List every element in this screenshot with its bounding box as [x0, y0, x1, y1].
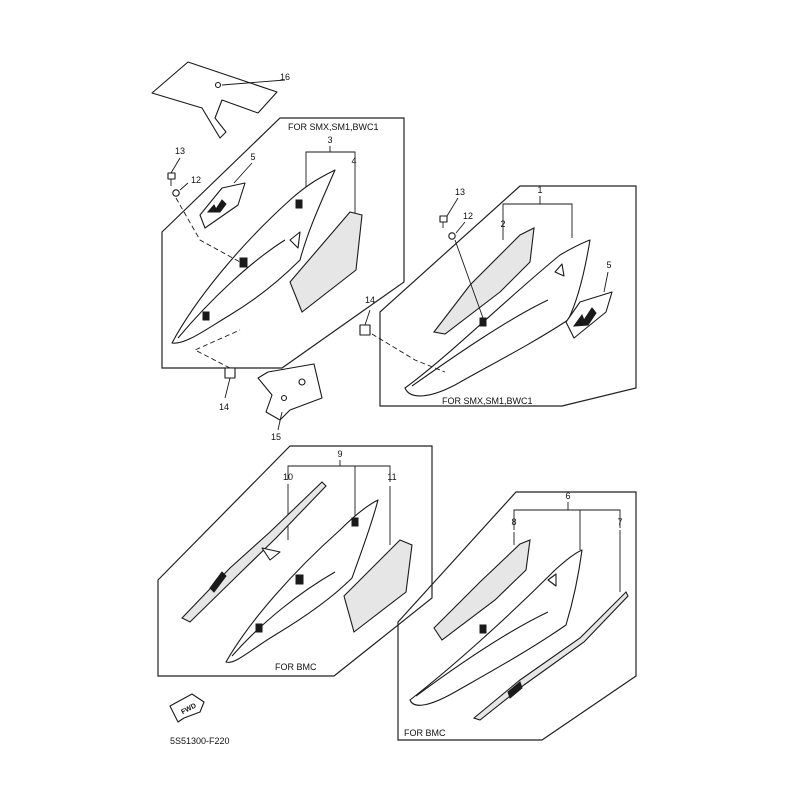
grommet-14-left — [193, 329, 241, 399]
side-cover-bmc-left — [225, 499, 379, 663]
label-16: 16 — [280, 72, 290, 82]
note-bottom-right: FOR BMC — [404, 728, 446, 738]
label-4: 4 — [351, 156, 356, 166]
label-5-right: 5 — [606, 260, 611, 270]
label-9: 9 — [337, 449, 342, 459]
label-13-right: 13 — [455, 187, 465, 197]
note-top-left: FOR SMX,SM1,BWC1 — [288, 122, 379, 132]
label-1: 1 — [537, 185, 542, 195]
label-15: 15 — [271, 432, 281, 442]
decal-4 — [289, 211, 363, 313]
label-3: 3 — [327, 135, 332, 145]
label-8: 8 — [511, 517, 516, 527]
bracket-15 — [257, 363, 323, 431]
side-cover-left — [171, 169, 336, 344]
label-14-right: 14 — [365, 295, 375, 305]
label-10: 10 — [283, 472, 293, 482]
label-12-right: 12 — [463, 211, 473, 221]
label-14-left: 14 — [219, 402, 229, 412]
grommet-14-right — [359, 309, 446, 373]
label-12-left: 12 — [191, 175, 201, 185]
panel-bottom-right — [397, 491, 637, 741]
part-16-sheet — [151, 61, 286, 139]
panel-top-left — [161, 117, 405, 369]
decal-8 — [433, 539, 531, 641]
label-5-left: 5 — [250, 152, 255, 162]
washer-12-right — [448, 221, 484, 319]
bolt-13-right — [439, 197, 459, 228]
label-2: 2 — [500, 219, 505, 229]
label-11: 11 — [387, 472, 396, 482]
panel-bottom-left — [157, 445, 433, 677]
label-7: 7 — [617, 517, 622, 527]
emblem-5-right — [565, 271, 613, 339]
figure-code: 5S51300-F220 — [170, 736, 230, 746]
panel-top-right — [379, 185, 637, 407]
side-cover-bmc-right — [409, 549, 583, 706]
fwd-arrow-icon: FWD — [169, 693, 205, 723]
label-13-left: 13 — [175, 146, 185, 156]
decal-11 — [343, 539, 413, 633]
washer-12-left — [172, 182, 241, 263]
emblem-5-left — [199, 162, 253, 229]
note-bottom-left: FOR BMC — [275, 662, 317, 672]
decal-2 — [433, 227, 535, 335]
bolt-13-left — [167, 157, 181, 186]
side-cover-right — [404, 239, 591, 397]
label-6: 6 — [565, 491, 570, 501]
note-top-right: FOR SMX,SM1,BWC1 — [442, 396, 533, 406]
